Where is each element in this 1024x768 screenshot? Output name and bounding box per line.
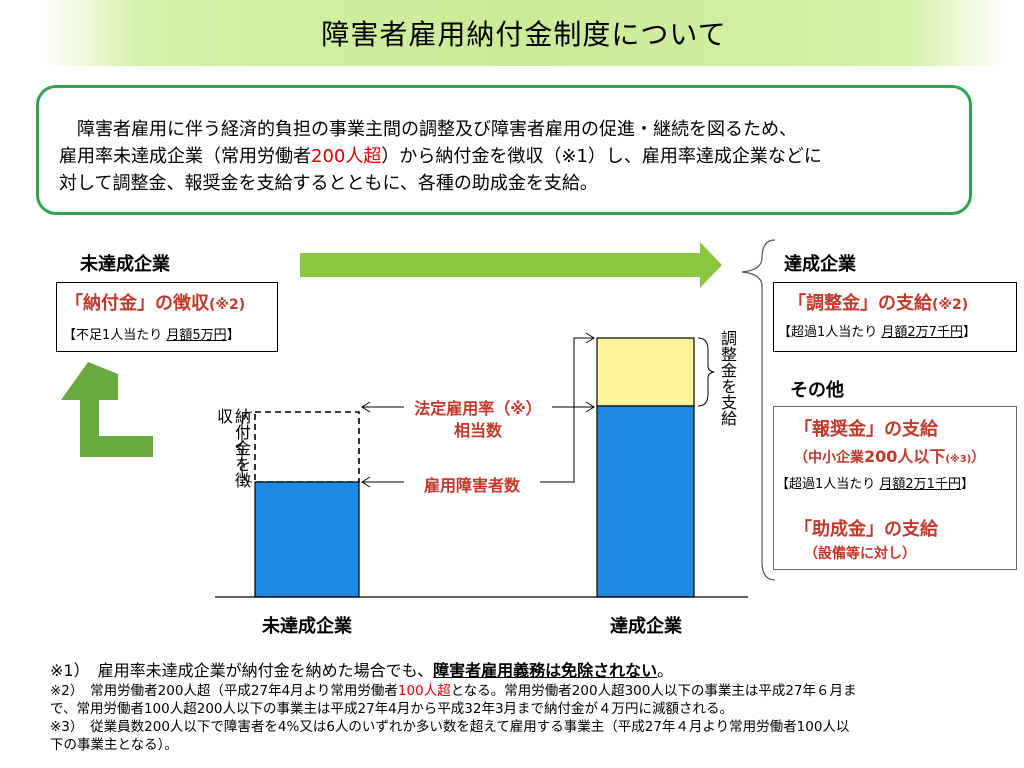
reward-note-text: ） [971, 450, 986, 466]
employed-arrowhead-left [361, 476, 371, 488]
footnote-3-line-1: ※3） 従業員数200人以下で障害者を4%又は6人のいずれか多い数を超えて雇用す… [50, 719, 850, 735]
adjustment-amount: 月額2万7千円 [881, 325, 963, 340]
adjustment-title-row: 「調整金」の支給(※2) [788, 289, 968, 315]
left-brace [235, 411, 253, 483]
footnote-1-emphasis: 障害者雇用義務は免除されない [433, 661, 658, 680]
bar-attained-excess [596, 337, 695, 407]
footnote-2-line-2: で、常用労働者100人超200人以下の事業主は平成27年4月から平成32年3月ま… [50, 701, 734, 717]
category-label-attained: 達成企業 [610, 616, 682, 637]
adjustment-sub-text: 【超過1人当たり [778, 325, 882, 340]
subsidy-note: （設備等に対し） [804, 546, 916, 562]
reward-sub: 【超過1人当たり 月額2万1千円】 [776, 473, 974, 492]
summary-text: 雇用率未達成企業（常用労働者 [59, 146, 311, 167]
levy-amount: 月額5万円 [166, 328, 227, 343]
other-box: 「報奨金」の支給 （中小企業200人以下(※3)） 【超過1人当たり 月額2万1… [773, 406, 1017, 570]
summary-line-2: 雇用率未達成企業（常用労働者200人超）から納付金を徴収（※1）し、雇用率達成企… [59, 143, 953, 170]
adjustment-title: 「調整金」の支給 [788, 293, 932, 314]
bar-attained-employed [596, 405, 695, 598]
reward-note-text: （中小企業 [794, 450, 864, 466]
summary-text: ）から納付金を徴収（※1）し、雇用率達成企業などに [381, 146, 822, 167]
reward-note: （中小企業200人以下(※3)） [794, 443, 985, 467]
levy-box: 「納付金」の徴収(※2) 【不足1人当たり 月額5万円】 [56, 282, 278, 352]
footnote-2-text: ※2） 常用労働者200人超（平成27年4月より常用労働者 [50, 683, 398, 699]
footnote-2-line-1: ※2） 常用労働者200人超（平成27年4月より常用労働者100人超となる。常用… [50, 682, 1010, 700]
footnote-1-text: 。 [657, 661, 674, 680]
statutory-rate-label: 法定雇用率（※） 相当数 [404, 398, 552, 442]
excess-brace [697, 337, 715, 407]
other-heading: その他 [790, 380, 844, 401]
summary-text: 障害者雇用に伴う経済的負担の事業主間の調整及び障害者雇用の促進・継続を図るため、 [77, 119, 797, 140]
employed-label: 雇用障害者数 [423, 476, 520, 495]
bar-unattained-employed [254, 481, 360, 598]
adjustment-box: 「調整金」の支給(※2) 【超過1人当たり 月額2万7千円】 [773, 282, 1017, 352]
transfer-arrow [300, 242, 722, 288]
statutory-rate-line-1: 法定雇用率（※） [414, 399, 542, 418]
adjustment-note: (※2) [932, 297, 969, 313]
levy-note: (※2) [209, 297, 246, 313]
adjust-vertical-label: 調整金を支給 [718, 330, 737, 426]
reward-note-ref: (※3) [945, 454, 972, 465]
rate-arrowhead-left [361, 401, 371, 413]
summary-line-1: 障害者雇用に伴う経済的負担の事業主間の調整及び障害者雇用の促進・継続を図るため、 [59, 116, 953, 143]
levy-sub: 【不足1人当たり 月額5万円】 [63, 324, 240, 343]
reward-amount: 月額2万1千円 [879, 477, 961, 492]
levy-title: 「納付金」の徴収 [65, 293, 209, 314]
footnotes: ※1） 雇用率未達成企業が納付金を納めた場合でも、障害者雇用義務は免除されない。… [50, 660, 1010, 754]
adjustment-sub: 【超過1人当たり 月額2万7千円】 [778, 321, 976, 340]
reward-sub-text: 】 [960, 477, 974, 492]
title-bar: 障害者雇用納付金制度について [44, 0, 1004, 66]
bar-unattained-shortfall [254, 411, 360, 483]
unattained-heading: 未達成企業 [80, 254, 170, 275]
summary-box: 障害者雇用に伴う経済的負担の事業主間の調整及び障害者雇用の促進・継続を図るため、… [36, 85, 972, 215]
category-label-unattained: 未達成企業 [262, 616, 352, 637]
levy-title-row: 「納付金」の徴収(※2) [65, 289, 245, 315]
subsidy-title: 「助成金」の支給 [794, 519, 938, 540]
footnote-1: ※1） 雇用率未達成企業が納付金を納めた場合でも、障害者雇用義務は免除されない。 [50, 660, 1010, 682]
reward-note-threshold: 200人以下 [864, 447, 946, 466]
employed-connector-right [540, 337, 594, 483]
reward-sub-text: 【超過1人当たり [776, 477, 880, 492]
levy-sub-text: 【不足1人当たり [63, 328, 167, 343]
summary-highlight: 200人超 [311, 146, 382, 167]
footnote-3-line-2: 下の事業主となる）。 [50, 737, 178, 753]
footnote-2-text: となる。常用労働者200人超300人以下の事業主は平成27年６月ま [450, 683, 857, 699]
rate-arrowhead-right [585, 401, 595, 413]
adjustment-sub-text: 】 [962, 325, 976, 340]
footnote-2-highlight: 100人超 [397, 683, 451, 699]
summary-text: 対して調整金、報奨金を支給するとともに、各種の助成金を支給。 [59, 173, 598, 194]
summary-line-3: 対して調整金、報奨金を支給するとともに、各種の助成金を支給。 [59, 170, 953, 197]
right-brace [741, 239, 776, 581]
employed-arrowhead-right [585, 332, 595, 344]
statutory-rate-line-2: 相当数 [453, 421, 502, 440]
footnote-1-text: ※1） 雇用率未達成企業が納付金を納めた場合でも、 [50, 661, 434, 680]
levy-sub-text: 】 [226, 328, 240, 343]
collect-arrow [61, 362, 153, 457]
page-title: 障害者雇用納付金制度について [321, 18, 727, 51]
attained-heading: 達成企業 [784, 254, 856, 275]
reward-title: 「報奨金」の支給 [794, 419, 938, 440]
levy-vertical-label: 納付金を徴収 [214, 408, 251, 488]
